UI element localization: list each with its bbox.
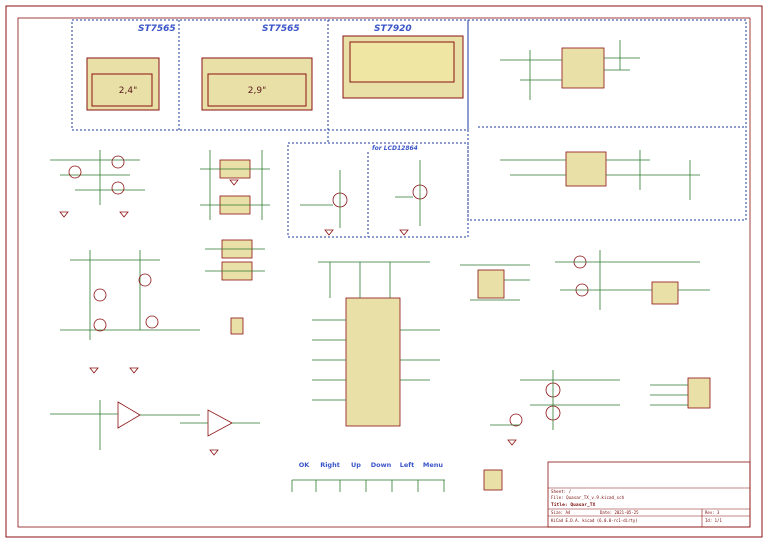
display-size-2: 2,9" <box>248 86 266 96</box>
tb-rev: Rev: 3 <box>705 510 720 515</box>
display-title-1: ST7565 <box>138 24 176 34</box>
display-size-1: 2,4" <box>119 86 137 96</box>
tb-title: Title: Quasar_TX <box>551 502 595 508</box>
display-st7565-24: ST7565 2,4" <box>86 24 176 111</box>
tb-size: Size: A4 <box>551 510 571 515</box>
section-boxes <box>71 19 747 238</box>
button-label-menu: Menu <box>423 461 444 469</box>
title-block: Sheet: / File: Quasar_TX_v.9.kicad_sch T… <box>547 461 751 528</box>
tb-file: File: Quasar_TX_v.9.kicad_sch <box>551 495 625 500</box>
lcd-note: for LCD12864 <box>372 145 418 152</box>
button-label-ok: OK <box>299 461 311 469</box>
outer-frame <box>5 5 763 538</box>
button-label-down: Down <box>371 461 392 469</box>
display-st7565-29: ST7565 2,9" <box>201 24 313 111</box>
display-title-3: ST7920 <box>374 24 412 34</box>
display-title-2: ST7565 <box>262 24 300 34</box>
button-label-left: Left <box>400 461 415 469</box>
tb-kicad: KiCad E.D.A. kicad (6.0.0-rc1-dirty) <box>551 518 638 523</box>
display-st7920: ST7920 <box>342 24 464 99</box>
inner-frame <box>17 17 751 528</box>
button-label-right: Right <box>320 461 340 469</box>
tb-id: Id: 1/1 <box>705 518 722 523</box>
mcu-chip <box>345 297 401 427</box>
button-label-up: Up <box>351 461 361 469</box>
tb-sheet: Sheet: / <box>551 489 572 494</box>
button-row: OK Right Up Down Left Menu <box>299 461 444 469</box>
circuit-wires <box>50 40 711 492</box>
tb-date: Date: 2021-05-25 <box>600 510 639 515</box>
